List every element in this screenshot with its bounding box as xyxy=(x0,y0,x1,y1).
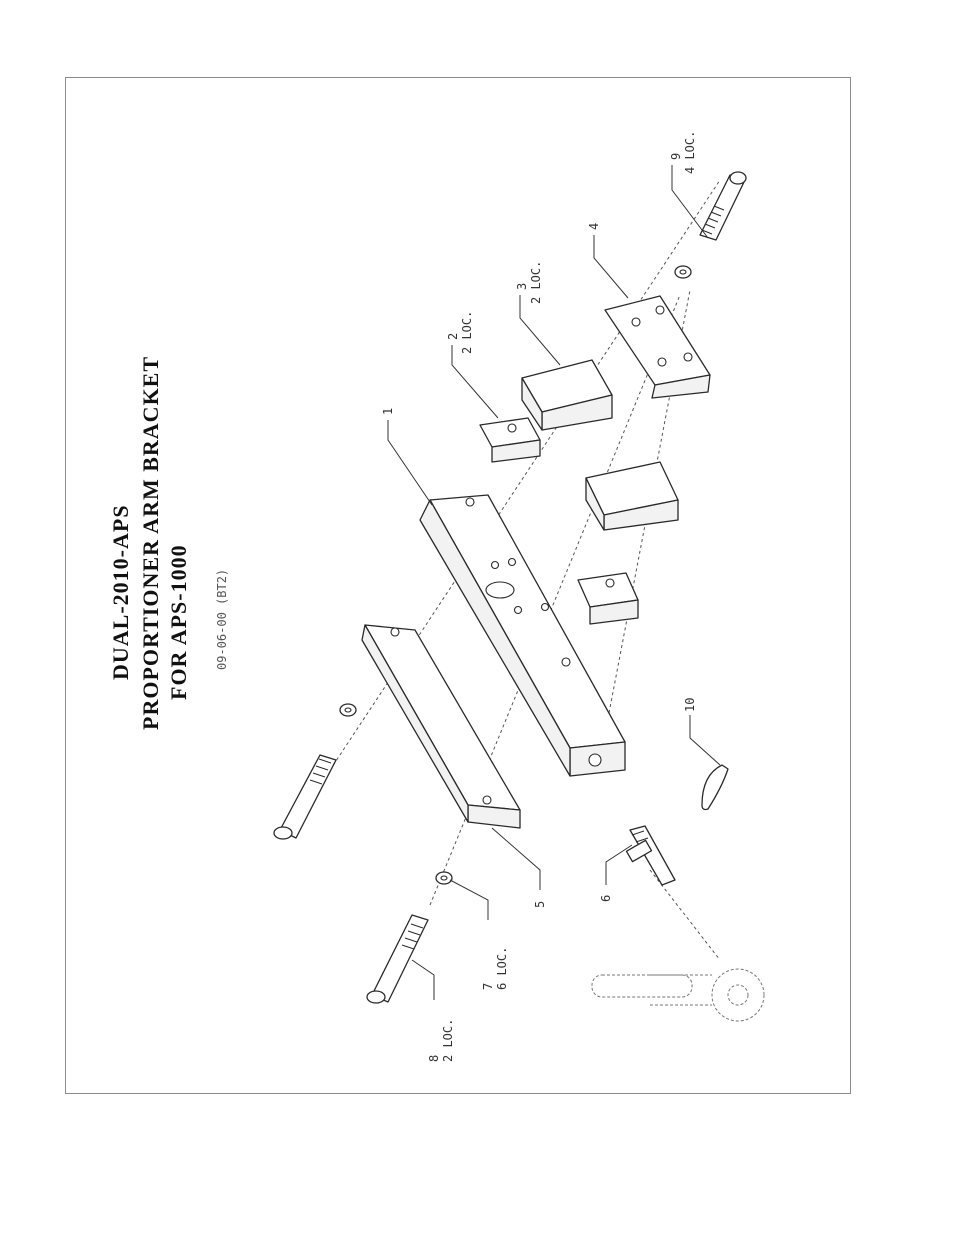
part-7-washer xyxy=(436,872,452,884)
part-3-channel-block-lower xyxy=(586,462,678,530)
left-washer-upper xyxy=(340,704,356,716)
svg-text:4 LOC.: 4 LOC. xyxy=(683,131,697,174)
svg-text:7: 7 xyxy=(481,983,495,990)
callout-6: 6 xyxy=(599,895,613,902)
part-4-clamp-block xyxy=(605,296,710,398)
svg-text:2: 2 xyxy=(446,333,460,340)
svg-text:2 LOC.: 2 LOC. xyxy=(441,1019,455,1062)
part-6-stud xyxy=(626,826,675,885)
part-3-channel-block-upper xyxy=(522,360,612,430)
drawing-title-line1: DUAL-2010-APS xyxy=(108,504,133,680)
leader-5 xyxy=(492,828,540,890)
drawing-revision: 09-06-00 (BT2) xyxy=(215,569,229,670)
svg-text:8: 8 xyxy=(427,1055,441,1062)
title-block: DUAL-2010-APS PROPORTIONER ARM BRACKET F… xyxy=(108,356,229,730)
leader-8 xyxy=(412,960,434,1000)
leader-2 xyxy=(452,345,498,418)
callout-10: 10 xyxy=(683,698,697,712)
leader-7 xyxy=(450,880,488,920)
callout-3: 3 2 LOC. xyxy=(515,261,543,304)
svg-text:2 LOC.: 2 LOC. xyxy=(460,311,474,354)
leader-4 xyxy=(594,235,628,298)
svg-text:3: 3 xyxy=(515,283,529,290)
svg-text:9: 9 xyxy=(669,153,683,160)
callout-7: 7 6 LOC. xyxy=(481,947,509,990)
part-10-clip xyxy=(702,765,728,810)
svg-text:10: 10 xyxy=(683,698,697,712)
svg-text:1: 1 xyxy=(381,408,395,415)
part-5-long-bar xyxy=(362,625,520,828)
svg-text:6: 6 xyxy=(599,895,613,902)
drawing-title-line3: FOR APS-1000 xyxy=(166,544,191,700)
drawing-title-line2: PROPORTIONER ARM BRACKET xyxy=(138,356,163,730)
callout-5: 5 xyxy=(533,901,547,908)
leader-1 xyxy=(388,420,432,505)
svg-text:4: 4 xyxy=(587,223,601,230)
callout-2: 2 2 LOC. xyxy=(446,311,474,354)
part-9-bolt xyxy=(700,172,746,240)
leader-9 xyxy=(672,165,708,238)
left-bolt-upper xyxy=(274,755,336,839)
rod-end-phantom xyxy=(592,969,764,1021)
leader-3 xyxy=(520,295,560,365)
svg-text:5: 5 xyxy=(533,901,547,908)
callout-1: 1 xyxy=(381,408,395,415)
part-9-washer xyxy=(675,266,691,278)
callout-9: 9 4 LOC. xyxy=(669,131,697,174)
part-2-small-block-lower xyxy=(578,573,638,624)
callout-8: 8 2 LOC. xyxy=(427,1019,455,1062)
part-2-small-block-upper xyxy=(480,418,540,462)
leader-10 xyxy=(690,715,720,765)
svg-text:6 LOC.: 6 LOC. xyxy=(495,947,509,990)
svg-text:2 LOC.: 2 LOC. xyxy=(529,261,543,304)
part-8-bolt xyxy=(367,915,428,1003)
callout-4: 4 xyxy=(587,223,601,230)
